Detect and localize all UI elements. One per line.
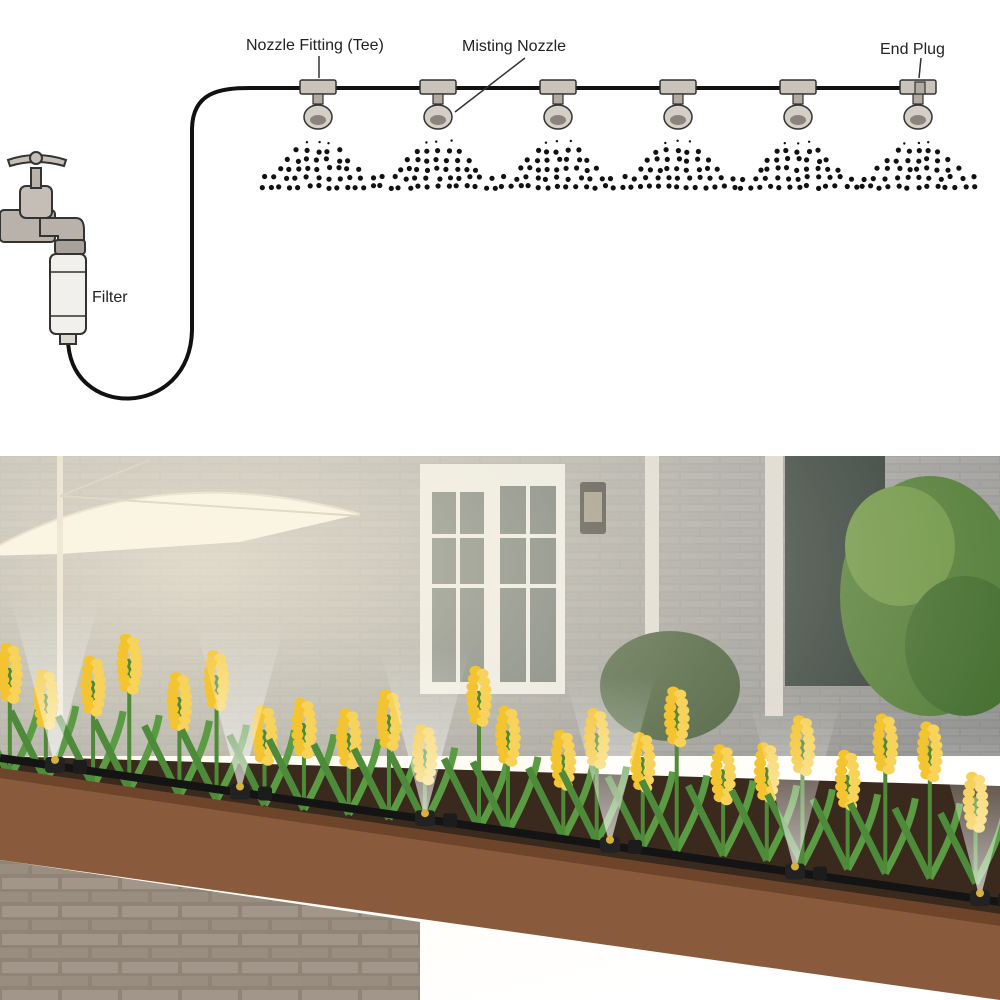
tee-fitting: [779, 79, 817, 95]
spray-pattern: [859, 141, 978, 191]
nozzle-unit: [737, 79, 860, 191]
tee-fitting: [299, 79, 337, 95]
drip-emitter: [785, 862, 827, 881]
mist-plumes: [10, 595, 1000, 900]
end-plug-leader: [918, 57, 922, 79]
mist-plume: [195, 622, 285, 793]
end-plug-label: End Plug: [880, 41, 945, 58]
garden-photo: [0, 456, 1000, 1000]
misting-system-diagram: Nozzle Fitting (Tee) Misting Nozzle End …: [0, 0, 1000, 440]
hyacinth-flower: [469, 705, 542, 834]
stone-wall: [0, 860, 420, 1000]
spray-pattern: [377, 139, 498, 191]
nozzle-fitting-label: Nozzle Fitting (Tee): [246, 37, 384, 54]
spray-pattern: [737, 140, 860, 191]
planter-box: [0, 768, 1000, 1000]
nozzle-unit: [377, 79, 498, 191]
emitter-group: [45, 755, 1000, 907]
mist-plume: [380, 649, 470, 820]
drip-emitter: [600, 835, 642, 854]
spray-pattern: [259, 140, 377, 191]
nozzle-unit: [859, 79, 978, 191]
nozzle-leader: [454, 57, 526, 113]
hyacinth-flower: [91, 633, 163, 792]
nozzle-unit: [498, 79, 616, 191]
hyacinth-flower: [809, 749, 882, 871]
hose-line: [66, 86, 925, 401]
end-plug: [914, 81, 926, 95]
drip-emitter: [230, 782, 272, 801]
filter-label: Filter: [92, 289, 128, 306]
spray-pattern: [498, 139, 616, 191]
mist-plume: [750, 702, 840, 873]
diagram-svg: [0, 56, 978, 401]
hyacinth-flower: [638, 686, 711, 853]
mist-plume: [935, 729, 1000, 900]
faucet-icon: [0, 151, 86, 255]
tee-fitting: [659, 79, 697, 95]
mist-plume: [10, 595, 100, 766]
filter-icon: [49, 253, 87, 345]
drip-hose: [0, 754, 1000, 906]
tee-fitting: [539, 79, 577, 95]
hyacinth-flower: [604, 732, 677, 849]
nozzle-unit: [259, 79, 377, 191]
nozzle-unit: [620, 79, 738, 191]
misting-nozzle-label: Misting Nozzle: [462, 38, 567, 55]
tee-fitting: [419, 79, 457, 95]
spray-pattern: [620, 139, 738, 191]
nozzle-group: [259, 79, 978, 191]
photo-svg: [0, 456, 1000, 1000]
hyacinth-flower: [54, 655, 127, 788]
drip-emitter: [45, 755, 87, 774]
drip-emitter: [415, 809, 457, 828]
mist-plume: [565, 675, 655, 846]
hyacinth-flower: [847, 713, 919, 876]
